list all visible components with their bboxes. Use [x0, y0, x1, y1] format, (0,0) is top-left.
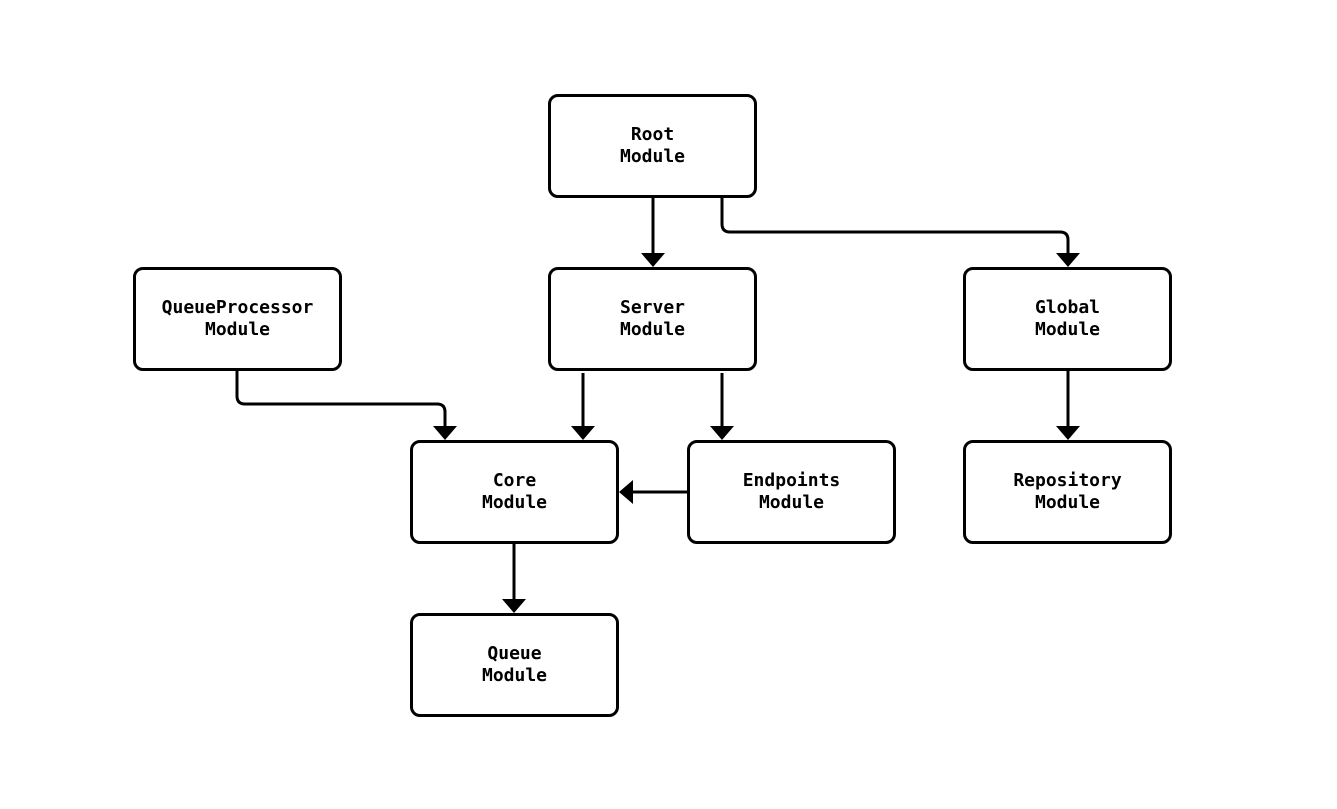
- node-global-module: Global Module: [963, 267, 1172, 371]
- node-server-module: Server Module: [548, 267, 757, 371]
- node-queue-module: Queue Module: [410, 613, 619, 717]
- node-endpoints-module: Endpoints Module: [687, 440, 896, 544]
- edge-server-to-endpoints: [710, 373, 734, 440]
- node-queueprocessor-module: QueueProcessor Module: [133, 267, 342, 371]
- edge-queueprocessor-to-core: [235, 371, 457, 440]
- node-repository-module: Repository Module: [963, 440, 1172, 544]
- edge-endpoints-to-core: [619, 480, 687, 504]
- edge-server-to-core: [571, 373, 595, 440]
- edge-core-to-queue: [502, 543, 526, 613]
- node-root-module: Root Module: [548, 94, 757, 198]
- edge-global-to-repository: [1056, 371, 1080, 440]
- edge-root-to-global: [720, 198, 1080, 267]
- edge-root-to-server: [641, 198, 665, 267]
- node-core-module: Core Module: [410, 440, 619, 544]
